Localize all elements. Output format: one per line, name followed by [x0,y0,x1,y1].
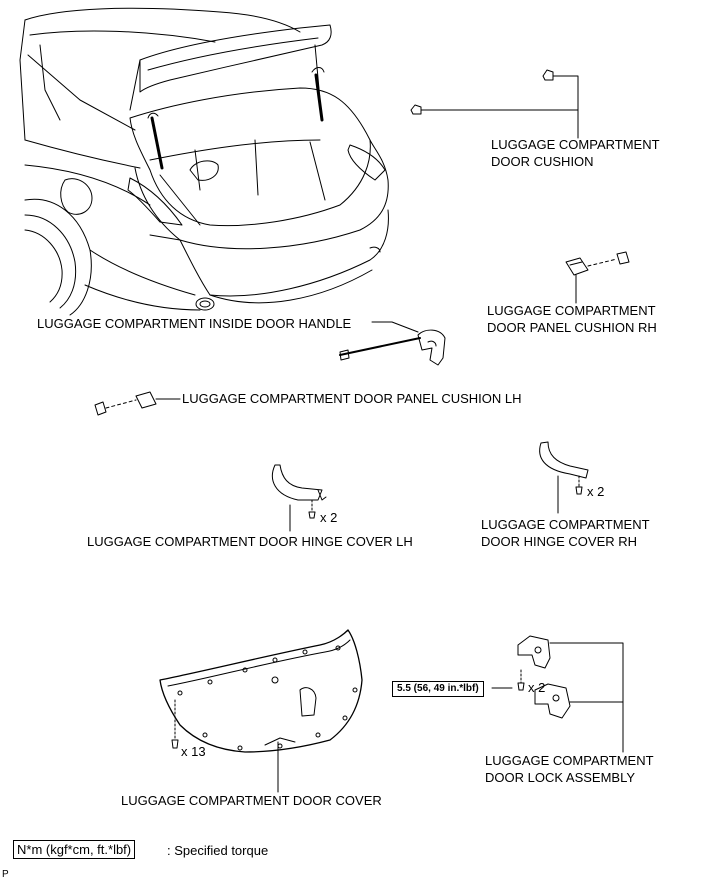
hinge-rh-clip-count: x 2 [587,484,605,499]
label-hinge-cover-rh-line1: LUGGAGE COMPARTMENT [481,517,650,532]
label-lock-assembly-line2: DOOR LOCK ASSEMBLY [485,770,636,785]
label-panel-cushion-rh-line1: LUGGAGE COMPARTMENT [487,303,656,318]
legend-torque-unit-box: N*m (kgf*cm, ft.*lbf) [13,840,136,859]
hinge-lh-clip-count: x 2 [320,510,338,525]
label-panel-cushion-lh: LUGGAGE COMPARTMENT DOOR PANEL CUSHION L… [182,391,522,406]
hinge-cover-lh-part [271,464,327,532]
door-cover-part [159,629,363,793]
label-panel-cushion-rh-line2: DOOR PANEL CUSHION RH [487,320,657,335]
label-lock-assembly-line1: LUGGAGE COMPARTMENT [485,753,654,768]
label-hinge-cover-lh: LUGGAGE COMPARTMENT DOOR HINGE COVER LH [87,534,413,549]
hinge-cover-rh-part [539,441,589,514]
label-hinge-cover-rh-line2: DOOR HINGE COVER RH [481,534,638,549]
torque-spec-lock-bolts: 5.5 (56, 49 in.*lbf) [392,681,484,697]
label-door-cushion-line1: LUGGAGE COMPARTMENT [491,137,660,152]
label-inside-door-handle: LUGGAGE COMPARTMENT INSIDE DOOR HANDLE [37,316,352,331]
cover-clip-count: x 13 [181,744,206,759]
door-lock-assembly-part [491,635,624,753]
corner-mark: P [2,869,9,880]
inside-door-handle-part [339,321,446,366]
panel-cushion-lh-part [94,391,181,416]
panel-cushion-rh-part [565,251,630,304]
lock-bolt-count: x 2 [528,680,546,695]
vehicle-rear-illustration [19,7,389,316]
door-cushion-parts [410,69,579,139]
label-door-cushion-line2: DOOR CUSHION [491,154,594,169]
legend-torque-text: : Specified torque [167,843,269,858]
label-door-cover: LUGGAGE COMPARTMENT DOOR COVER [121,793,382,808]
